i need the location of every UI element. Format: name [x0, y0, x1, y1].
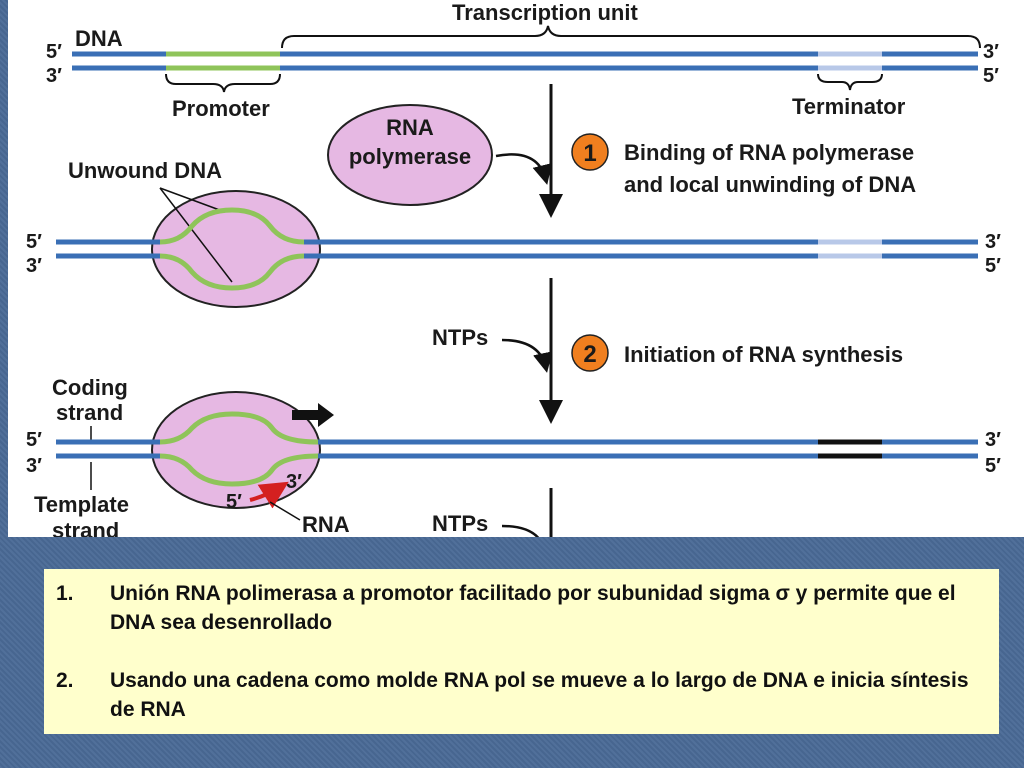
rna-pointer: [269, 501, 301, 521]
unwound-pointer-1: [159, 187, 226, 213]
step1-number-circle: [571, 133, 609, 171]
caption-item: 2. Usando una cadena como molde RNA pol …: [52, 666, 979, 724]
step2-three-prime-left: 3′: [26, 455, 42, 477]
step2-description: Initiation of RNA synthesis: [624, 342, 903, 367]
step2-ntps-label: NTPs: [432, 325, 488, 350]
rna-label: RNA: [302, 512, 350, 537]
step1-bubble-lower: [159, 253, 305, 291]
template-strand-label-line2: strand: [52, 518, 119, 537]
step1-three-prime-left: 3′: [26, 255, 42, 277]
step1-five-prime-left: 5′: [26, 231, 42, 253]
step3-ntps-label: NTPs: [432, 511, 488, 536]
step1-number: 1: [583, 140, 596, 167]
step2-bubble-upper: [159, 411, 319, 445]
polymerase-binding-arrow: [495, 153, 553, 185]
coding-strand-label-line1: Coding: [52, 375, 128, 400]
step1-five-prime-right: 5′: [985, 255, 1001, 277]
rna-transcript-arrow: [249, 481, 289, 509]
promoter-label: Promoter: [172, 96, 270, 121]
template-strand-label-line1: Template: [34, 492, 129, 517]
promoter-bracket: [165, 73, 281, 93]
step1-description-line1: Binding of RNA polymerase: [624, 140, 914, 165]
step1-description-line2: and local unwinding of DNA: [624, 172, 916, 197]
step1-three-prime-right: 3′: [985, 231, 1001, 253]
terminator-bracket: [817, 73, 883, 91]
transcription-unit-bracket: [281, 25, 981, 49]
unwound-dna-label: Unwound DNA: [68, 158, 222, 183]
step2-five-prime-right: 5′: [985, 455, 1001, 477]
transcription-unit-label: Transcription unit: [452, 0, 638, 25]
rna-polymerase-label-line2: polymerase: [349, 144, 471, 169]
caption-item-text: Unión RNA polimerasa a promotor facilita…: [110, 582, 956, 634]
dna-label: DNA: [75, 26, 123, 51]
rna-polymerase-blob: [327, 104, 493, 206]
step2-five-prime-left: 5′: [26, 429, 42, 451]
step1-bubble-upper: [159, 207, 305, 245]
rna-five-prime-label: 5′: [226, 491, 242, 513]
caption-item-number: 1.: [56, 582, 74, 605]
caption-item-number: 2.: [56, 669, 74, 692]
top-five-prime-right: 5′: [983, 65, 999, 87]
step2-number: 2: [583, 341, 596, 368]
direction-arrow: [292, 403, 334, 427]
step2-ntps-arrow: [501, 338, 553, 373]
step2-bubble-lower: [159, 453, 319, 487]
caption-box: 1. Unión RNA polimerasa a promotor facil…: [44, 569, 999, 734]
caption-item: 1. Unión RNA polimerasa a promotor facil…: [52, 579, 979, 637]
step2-three-prime-right: 3′: [985, 429, 1001, 451]
transcription-diagram: DNA Transcription unit 5′ 3′ 3′ 5′ Promo…: [8, 0, 1024, 537]
step3-ntps-arrow: [501, 524, 540, 537]
caption-item-text: Usando una cadena como molde RNA pol se …: [110, 669, 969, 721]
step2-number-circle: [571, 334, 609, 372]
rna-polymerase-label-line1: RNA: [386, 115, 434, 140]
terminator-label: Terminator: [792, 94, 906, 119]
top-three-prime-right: 3′: [983, 41, 999, 63]
step1-polymerase: [151, 190, 321, 308]
unwound-pointer-2: [159, 187, 233, 283]
coding-strand-label-line2: strand: [56, 400, 123, 425]
top-five-prime-left: 5′: [46, 41, 62, 63]
top-three-prime-left: 3′: [46, 65, 62, 87]
rna-three-prime-label: 3′: [286, 471, 302, 493]
step2-polymerase: [151, 391, 321, 509]
